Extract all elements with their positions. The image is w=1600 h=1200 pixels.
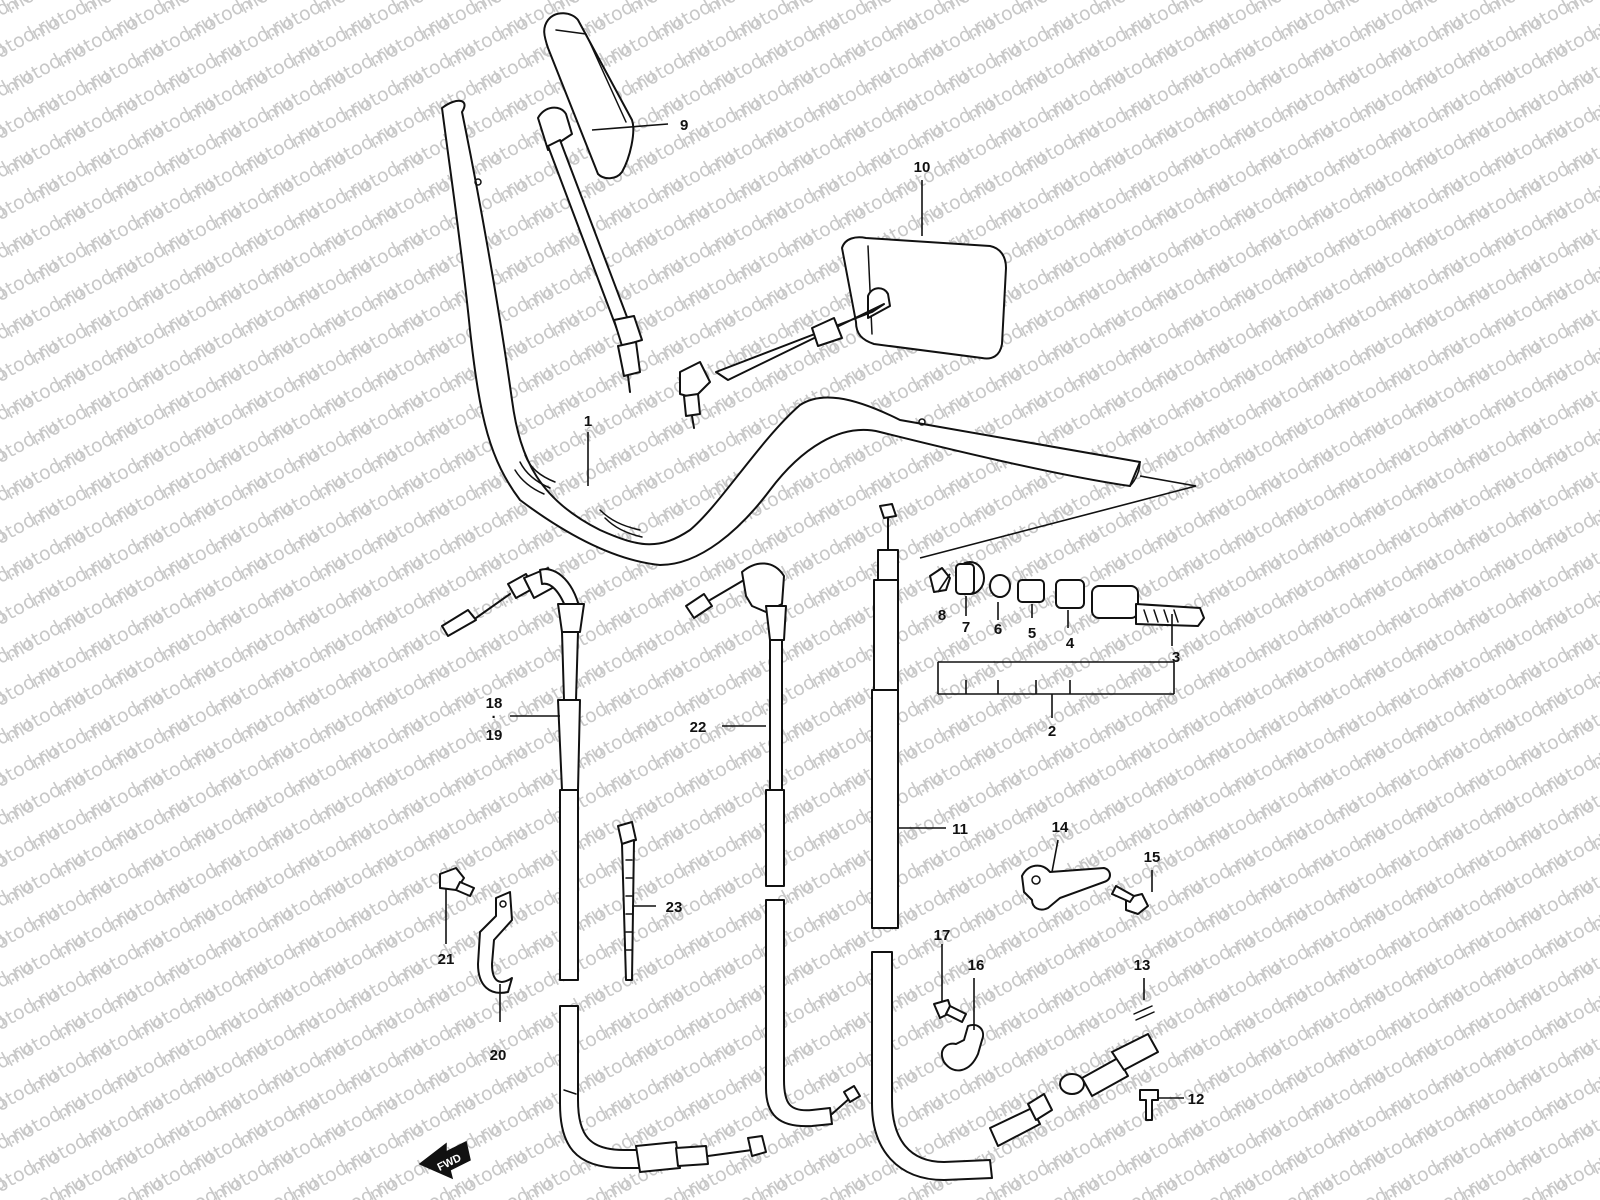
callout-22: 22	[690, 719, 707, 736]
callout-11: 11	[952, 821, 968, 838]
callout-15: 15	[1144, 849, 1161, 866]
lever-14	[1021, 864, 1111, 911]
callout-7: 7	[962, 619, 970, 636]
leader-lines	[445, 123, 1184, 1099]
callout-16: 16	[968, 957, 985, 974]
pin-12	[1139, 1089, 1159, 1121]
callout-23: 23	[666, 899, 683, 916]
callout-labels: 9 10 1 8 7 6 5 4 3 2 18 · 19 22 11 23 14…	[438, 117, 1205, 1108]
callout-20: 20	[490, 1047, 507, 1064]
callout-3: 3	[1172, 649, 1180, 666]
clamp-16	[940, 1024, 984, 1072]
callout-1: 1	[584, 413, 592, 430]
callout-13: 13	[1134, 957, 1151, 974]
bolt-17	[933, 999, 967, 1023]
callout-12: 12	[1188, 1091, 1205, 1108]
callout-6: 6	[994, 621, 1002, 638]
callout-8: 8	[938, 607, 946, 624]
cable-tie-23	[617, 821, 637, 981]
callout-21: 21	[438, 951, 455, 968]
clamp-20	[477, 891, 513, 994]
callout-17: 17	[934, 927, 951, 944]
callout-4: 4	[1066, 635, 1075, 652]
throttle-cable	[441, 567, 767, 1173]
callout-10: 10	[914, 159, 931, 176]
mirror-left	[537, 12, 643, 393]
screw-15	[1111, 885, 1149, 915]
clip-13	[1133, 1005, 1155, 1021]
fwd-arrow-icon: FWD	[418, 1140, 471, 1180]
callout-5: 5	[1028, 625, 1036, 642]
callout-2: 2	[1048, 723, 1056, 740]
bolt-21	[439, 867, 475, 897]
callout-9: 9	[680, 117, 688, 134]
callout-19: 19	[486, 727, 503, 744]
throttle-return-cable	[685, 562, 861, 1128]
callout-14: 14	[1052, 819, 1069, 836]
callout-18-19-separator: ·	[492, 709, 497, 726]
